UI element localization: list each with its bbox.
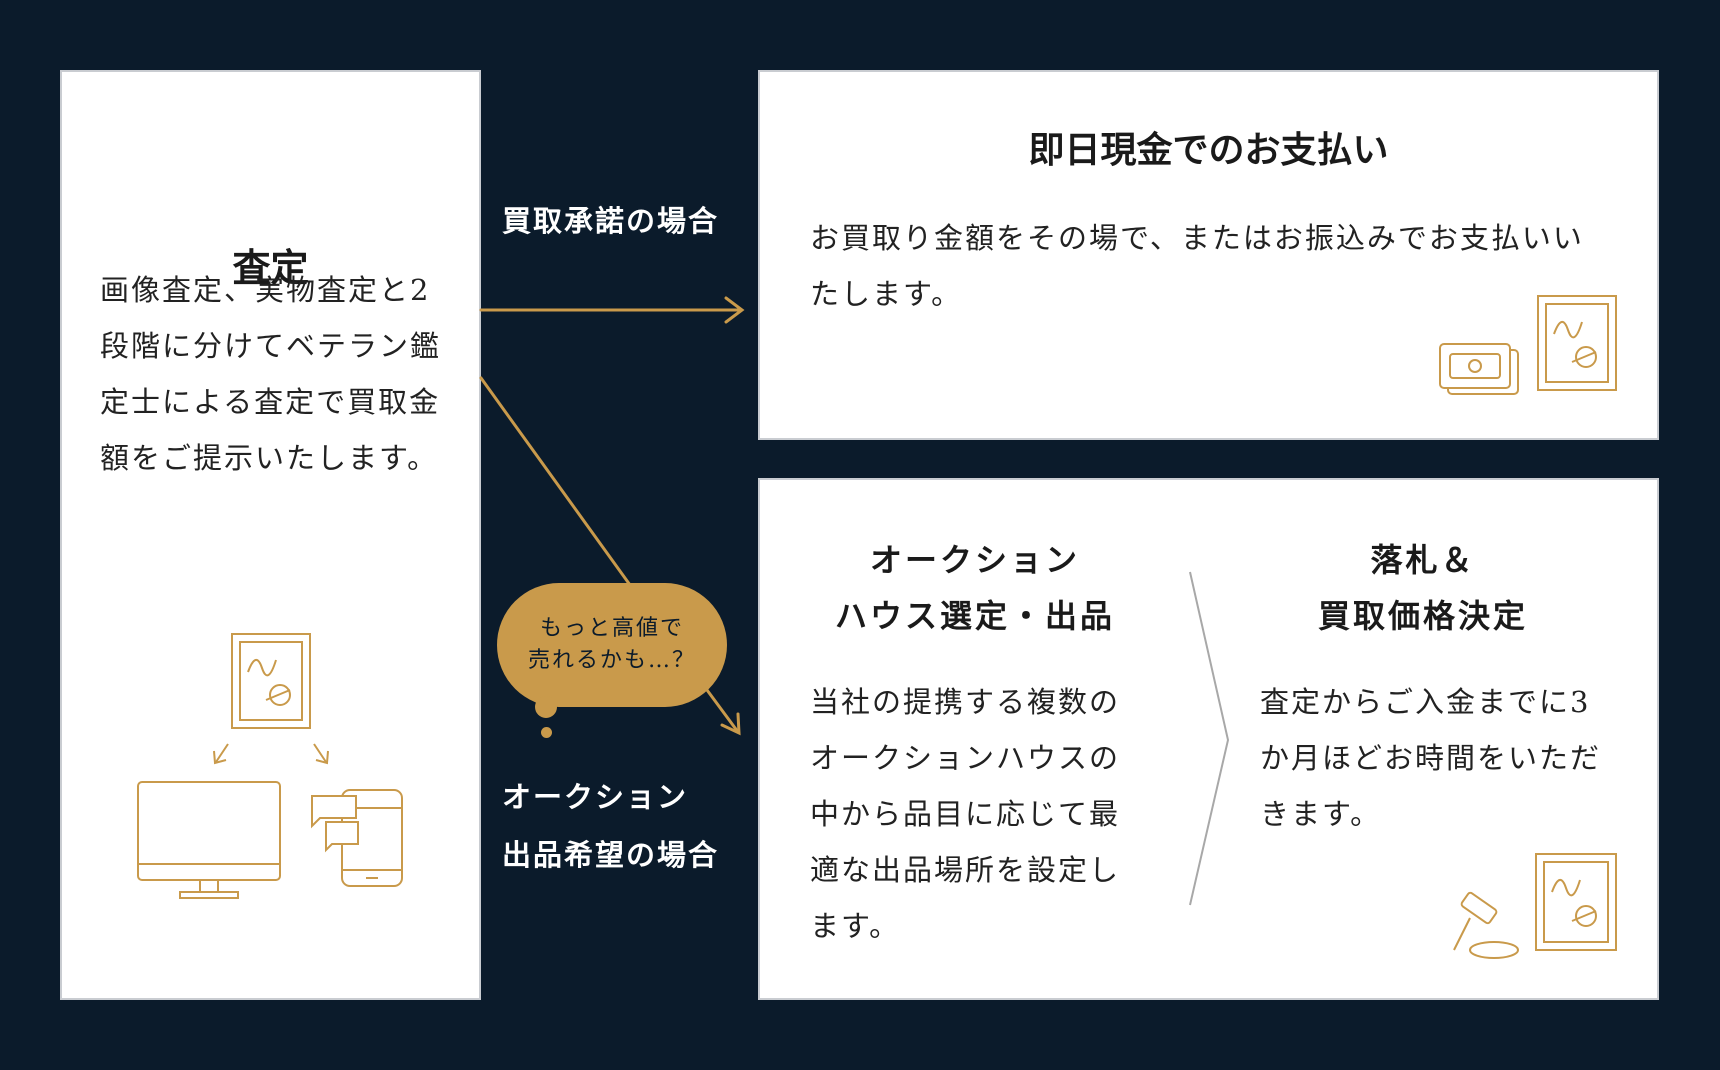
cash-payment-body: お買取り金額をその場で、またはお振込みでお支払いいたします。 <box>810 221 1584 311</box>
auction-path-label: オークション 出品希望の場合 <box>502 780 720 872</box>
gavel-icon <box>1453 891 1519 959</box>
cash-payment-title: 即日現金でのお支払い <box>1028 129 1389 171</box>
cash-payment-card: 即日現金でのお支払い お買取り金額をその場で、またはお振込みでお支払いいたします… <box>758 70 1659 440</box>
painting-icon <box>231 633 311 729</box>
winning-bid-body: 査定からご入金までに3か月ほどお時間をいただきます。 <box>1260 685 1602 831</box>
painting-icon <box>1535 853 1617 951</box>
auction-card: オークション ハウス選定・出品 当社の提携する複数のオークションハウスの中から品… <box>758 478 1659 1000</box>
auction-house-body: 当社の提携する複数のオークションハウスの中から品目に応じて最適な出品場所を設定し… <box>810 685 1121 943</box>
down-right-arrow-icon <box>313 743 329 765</box>
bubble-tail-dot-small <box>541 727 552 738</box>
assessment-card: 査定 画像査定、実物査定と2段階に分けてベテラン鑑定士による査定で買取金額をご提… <box>60 70 481 1000</box>
purchase-path-label: 買取承諾の場合 <box>502 204 720 238</box>
auction-house-title: オークション ハウス選定・出品 <box>834 541 1115 635</box>
down-left-arrow-icon <box>213 743 229 765</box>
assessment-body: 画像査定、実物査定と2段階に分けてベテラン鑑定士による査定で買取金額をご提示いた… <box>100 273 442 475</box>
chat-icon <box>311 795 359 853</box>
banknote-icon <box>1439 343 1519 395</box>
winning-bid-title: 落札＆ 買取価格決定 <box>1317 541 1528 635</box>
monitor-icon <box>137 781 281 899</box>
painting-icon <box>1537 295 1617 391</box>
step-divider <box>1189 571 1230 906</box>
arrow-to-cash-card <box>479 296 745 324</box>
assessment-title: 査定 <box>232 245 309 290</box>
arrow-to-auction-card <box>479 376 741 736</box>
speech-bubble: もっと高値で 売れるかも…？ <box>497 583 727 707</box>
bubble-tail-dot-large <box>535 696 557 718</box>
